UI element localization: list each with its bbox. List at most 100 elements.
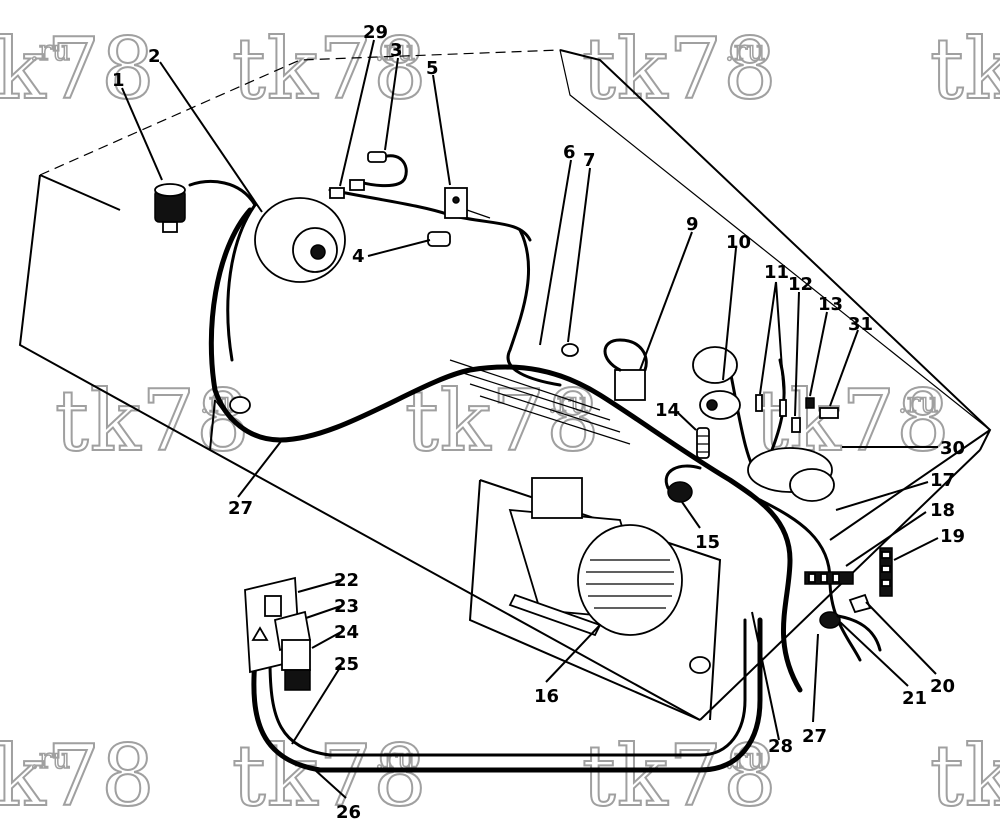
callout-21: 21	[902, 688, 927, 709]
sensor-body	[367, 151, 387, 163]
terminal-strip-19	[879, 547, 893, 597]
watermark-bottom-mid: tk78	[232, 727, 428, 825]
callout-28: 28	[768, 736, 793, 757]
callout-9: 9	[686, 214, 699, 235]
callout-16: 16	[534, 686, 559, 707]
body-grommets	[229, 396, 711, 674]
harness-cable-27	[208, 207, 803, 693]
watermark-suffix: .ru	[725, 34, 765, 67]
clip-body	[561, 343, 579, 357]
watermark-top-mid: tk78	[232, 20, 428, 118]
callout-27-right: 27	[802, 726, 827, 747]
callout-23: 23	[334, 596, 359, 617]
watermark-mid-center: tk78	[405, 372, 601, 470]
control-cable-inner	[268, 618, 747, 757]
harness-cable-branch	[226, 203, 562, 387]
callout-29: 29	[363, 22, 388, 43]
connector-block-a	[329, 187, 345, 199]
terminal-11b	[779, 399, 787, 417]
control-cable-26	[251, 617, 763, 773]
terminal-parts	[755, 394, 839, 433]
switch-knob-24	[281, 639, 311, 671]
callout-27-left: 27	[228, 498, 253, 519]
grommet-part-15	[664, 464, 702, 503]
terminal-strip-18	[804, 571, 854, 585]
callout-labels: 1 2 29 3 4 5 6 7 9 10 11 12 13 31 14 30 …	[112, 22, 965, 823]
control-box-parts	[244, 576, 312, 691]
callout-6: 6	[563, 142, 576, 163]
body-outline	[18, 49, 992, 721]
terminal-13	[805, 397, 815, 409]
watermark-suffix: .ru	[375, 34, 415, 67]
solenoid-stem	[162, 221, 178, 233]
callout-31: 31	[848, 314, 873, 335]
terminal-31	[819, 407, 839, 419]
capacitor-end	[789, 468, 835, 502]
callout-3: 3	[390, 40, 403, 61]
watermark-bottom-left: tk78	[0, 727, 156, 825]
clip-part-20	[848, 593, 872, 614]
callout-2: 2	[148, 46, 161, 67]
fuse-part-4	[427, 231, 451, 247]
solenoid-part-1	[154, 183, 186, 233]
cable-gland-21	[819, 611, 882, 652]
callout-26: 26	[336, 802, 361, 823]
terminal-11a	[755, 394, 763, 412]
pump-housing	[692, 346, 738, 384]
callout-22: 22	[334, 570, 359, 591]
pump-front	[699, 390, 741, 420]
watermark-suffix: .ru	[898, 386, 938, 419]
callout-25: 25	[334, 654, 359, 675]
control-cable	[251, 617, 763, 773]
switch-part-5	[444, 187, 491, 219]
motor-fan-grill	[586, 559, 674, 609]
callout-19: 19	[940, 526, 965, 547]
watermark-top-left: tk78	[0, 20, 156, 118]
cable-gland-25	[284, 669, 311, 691]
watermark-top-far-right: tk78	[930, 20, 1000, 118]
callout-7: 7	[583, 150, 596, 171]
thermostat-part-14	[696, 427, 710, 459]
callout-10: 10	[726, 232, 751, 253]
fuse-body	[427, 231, 451, 247]
motor-fan-cover	[577, 524, 683, 636]
body-top-dashed-edge	[39, 49, 561, 176]
main-harness-cable	[188, 180, 862, 693]
callout-20: 20	[930, 676, 955, 697]
connector-part-29	[329, 179, 365, 199]
watermark-suffix: .ru	[30, 34, 70, 67]
motor-terminal-box	[531, 477, 583, 519]
leader-lines	[121, 39, 939, 799]
callout-12: 12	[788, 274, 813, 295]
connector-block-b	[349, 179, 365, 191]
motor-part-16	[508, 477, 683, 637]
grommet-front	[689, 656, 711, 674]
watermark-top-right: tk78	[582, 20, 778, 118]
watermark-bottom-right: tk78	[582, 727, 778, 825]
fan-part-2	[254, 197, 346, 283]
callout-18: 18	[930, 500, 955, 521]
grommet-left	[229, 396, 251, 414]
callout-1: 1	[112, 70, 125, 91]
callout-4: 4	[352, 246, 365, 267]
callout-13: 13	[818, 294, 843, 315]
fan-hub	[310, 244, 326, 260]
callout-24: 24	[334, 622, 359, 643]
thermostat-body	[696, 427, 710, 459]
callout-5: 5	[426, 58, 439, 79]
motor-base	[508, 593, 602, 637]
relay-body	[614, 369, 646, 401]
solenoid-top	[154, 183, 186, 197]
watermark-bottom-far-right: tk78	[930, 727, 1000, 825]
watermark-group: tk78 .ru tk78 .ru tk78 .ru tk78 tk78 .ru…	[0, 19, 1000, 826]
control-box-switch	[264, 595, 282, 617]
sensor-part-3	[358, 151, 408, 188]
grommet-body	[667, 481, 693, 503]
capacitor-part-30	[747, 447, 835, 502]
warning-symbol	[251, 626, 269, 641]
callout-30: 30	[940, 438, 965, 459]
callout-11: 11	[764, 262, 789, 283]
clip-part-7	[561, 343, 579, 357]
callout-17: 17	[930, 470, 955, 491]
